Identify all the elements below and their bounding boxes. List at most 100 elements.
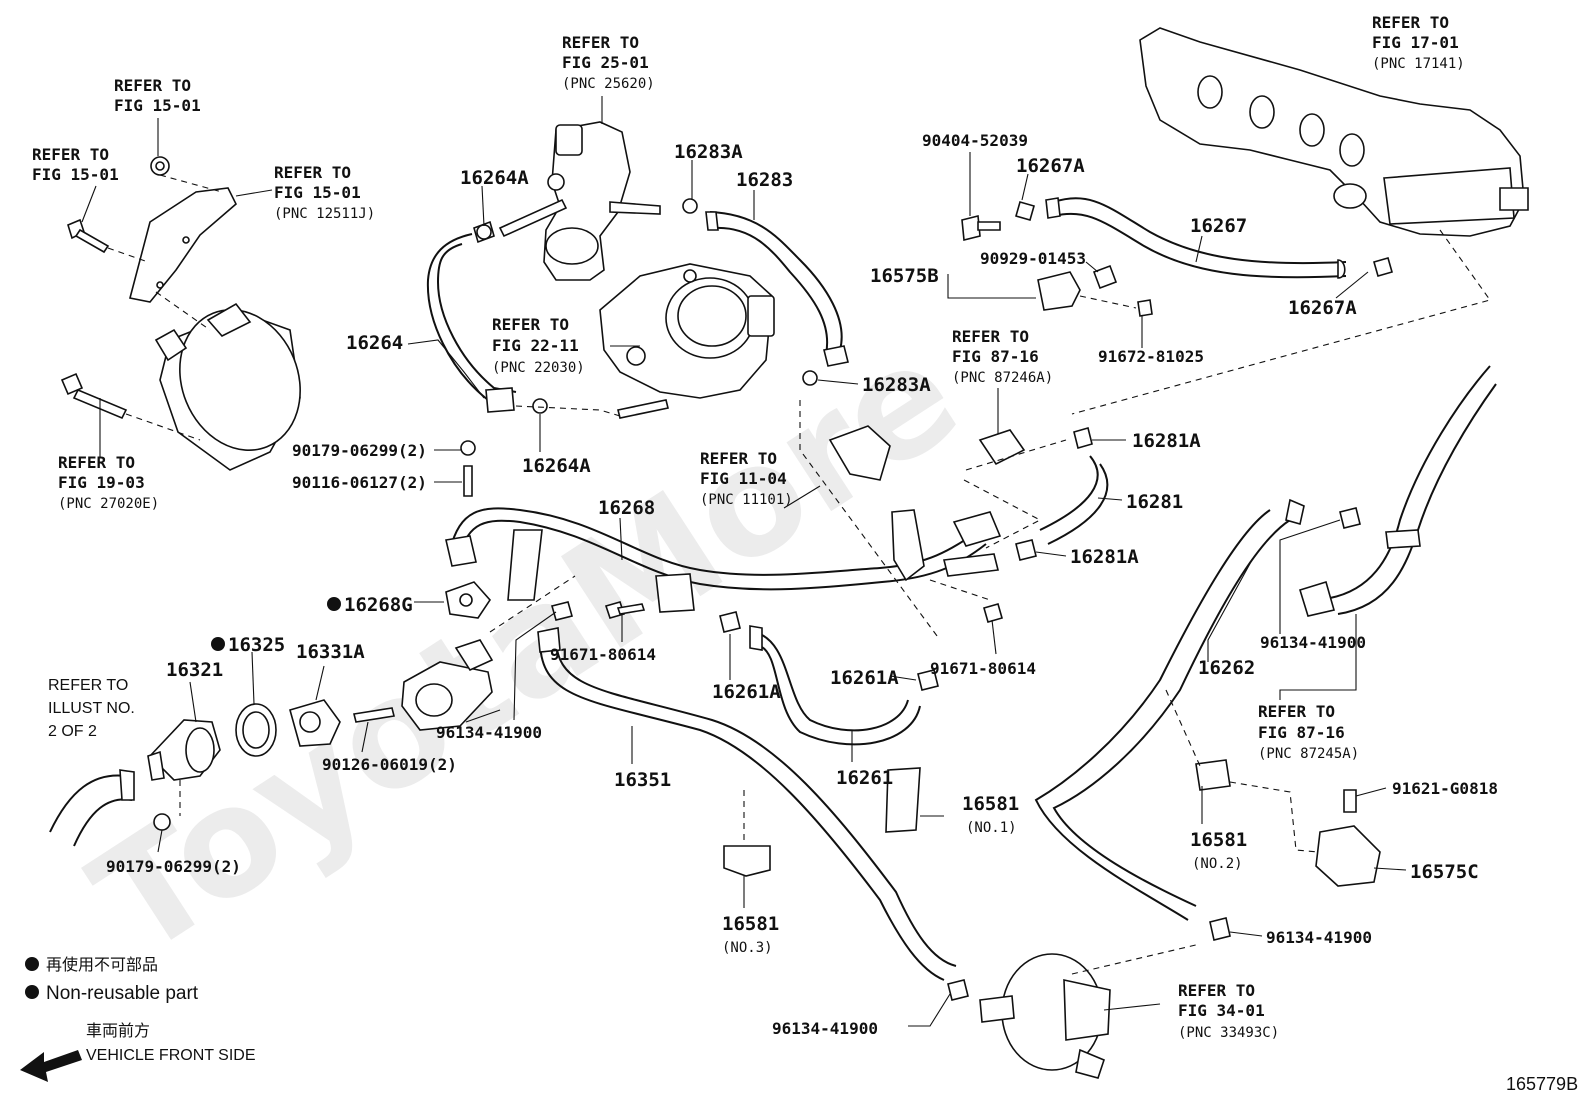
bracket-bolt [67,218,110,254]
refer-1701-l1: REFER TO [1372,13,1449,32]
label-16351: 16351 [614,769,671,791]
exhaust-manifold [1139,27,1529,237]
egr-pipe-left [498,198,568,238]
label-96134-d: 96134-41900 [772,1019,878,1038]
label-91621: 91621-G0818 [1392,779,1498,798]
legend-dot-en [25,985,39,999]
refer-3401-l2: FIG 34-01 [1178,1001,1265,1020]
nut-90179-top [460,440,476,456]
label-16281a-bot: 16281A [1070,546,1139,568]
clamp-16581-no2 [1195,759,1231,791]
label-16581-3-no: (NO.3) [722,940,773,956]
refer-1903-l1: REFER TO [58,453,135,472]
label-16261: 16261 [836,767,893,789]
label-16268g: 16268G [344,594,413,616]
refer-3401-l1: REFER TO [1178,981,1255,1000]
front-direction-arrow-icon [20,1050,82,1082]
hose-clamp-16267a-top [1015,201,1035,221]
refer-25-l2: FIG 25-01 [562,53,649,72]
refer-8716b-pnc: (PNC 87245A) [1258,746,1359,762]
label-16283a-mid: 16283A [862,374,931,396]
refer-1501b-l1: REFER TO [32,145,109,164]
label-16264: 16264 [346,332,403,354]
refer-3401-pnc: (PNC 33493C) [1178,1025,1279,1041]
label-16264a-top: 16264A [460,167,529,189]
refer-2211-l2: FIG 22-11 [492,336,579,355]
label-16264a-bot: 16264A [522,455,591,477]
refer-2211-pnc: (PNC 22030) [492,360,585,376]
clamp-16581-no3 [723,845,771,877]
stud-90126 [353,707,395,723]
refer-8716a-l1: REFER TO [952,327,1029,346]
clamp-16581-no1 [885,767,921,833]
bracket-16575c [1315,825,1381,887]
refer-1501b-l2: FIG 15-01 [32,165,119,184]
refer-1903-l2: FIG 19-03 [58,473,145,492]
label-90126: 90126-06019(2) [322,755,457,774]
alternator-bracket [129,187,237,303]
refer-illust-l2: ILLUST NO. [48,700,135,717]
non-reusable-dot-16325 [211,637,225,651]
refer-2211-l1: REFER TO [492,315,569,334]
label-16581-1: 16581 [962,793,1019,815]
refer-1903-pnc: (PNC 27020E) [58,496,159,512]
refer-8716b-l2: FIG 87-16 [1258,723,1345,742]
refer-1104-l2: FIG 11-04 [700,469,787,488]
bolt-90404 [977,221,1001,231]
label-16321: 16321 [166,659,223,681]
alternator [154,302,301,471]
label-16261a-b: 16261A [830,667,899,689]
alternator-bolt [60,372,128,420]
label-90404: 90404-52039 [922,131,1028,150]
refer-1701-l2: FIG 17-01 [1372,33,1459,52]
label-90179-bot: 90179-06299(2) [106,857,241,876]
bolt-91621 [1343,789,1357,813]
refer-8716a-pnc: (PNC 87246A) [952,370,1053,386]
label-16267a-right: 16267A [1288,297,1357,319]
label-16331a: 16331A [296,641,365,663]
label-16261a-a: 16261A [712,681,781,703]
egr-pipe-right [609,201,661,215]
legend-dot-jp [25,957,39,971]
refer-1501c-pnc: (PNC 12511J) [274,206,375,222]
throttle-outlet-pipe [617,399,669,419]
refer-illust-l1: REFER TO [48,677,128,694]
label-16581-1-no: (NO.1) [966,820,1017,836]
legend-non-reusable-jp: 再使用不可部品 [46,955,158,974]
egr-valve [543,121,631,281]
label-96134-b: 96134-41900 [1260,633,1366,652]
refer-1701-pnc: (PNC 17141) [1372,56,1465,72]
refer-illust-l3: 2 OF 2 [48,723,97,740]
diagram-code: 165779B [1506,1074,1578,1094]
label-91671-a: 91671-80614 [550,645,656,664]
stud-90116 [463,465,473,497]
label-90929: 90929-01453 [980,249,1086,268]
nut-90179-bot [153,813,171,831]
label-16267a-top: 16267A [1016,155,1085,177]
label-16268: 16268 [598,497,655,519]
label-16283: 16283 [736,169,793,191]
legend-front-jp: 車両前方 [86,1021,150,1040]
refer-1501a-l1: REFER TO [114,76,191,95]
throttle-body [599,263,775,399]
label-90116: 90116-06127(2) [292,473,427,492]
label-96134-c: 96134-41900 [1266,928,1372,947]
refer-1104-pnc: (PNC 11101) [700,492,793,508]
refer-1501c-l1: REFER TO [274,163,351,182]
label-91672: 91672-81025 [1098,347,1204,366]
label-16575c: 16575C [1410,861,1479,883]
refer-1501a-l2: FIG 15-01 [114,96,201,115]
bracket-nut [150,156,170,176]
refer-1104-l1: REFER TO [700,449,777,468]
label-16283a-top: 16283A [674,141,743,163]
label-16262: 16262 [1198,657,1255,679]
non-reusable-dot-16268g [327,597,341,611]
refer-8716b-l1: REFER TO [1258,702,1335,721]
label-90179-top: 90179-06299(2) [292,441,427,460]
refer-25-pnc: (PNC 25620) [562,76,655,92]
refer-8716a-l2: FIG 87-16 [952,347,1039,366]
label-16281a-top: 16281A [1132,430,1201,452]
label-16581-3: 16581 [722,913,779,935]
label-16581-2: 16581 [1190,829,1247,851]
